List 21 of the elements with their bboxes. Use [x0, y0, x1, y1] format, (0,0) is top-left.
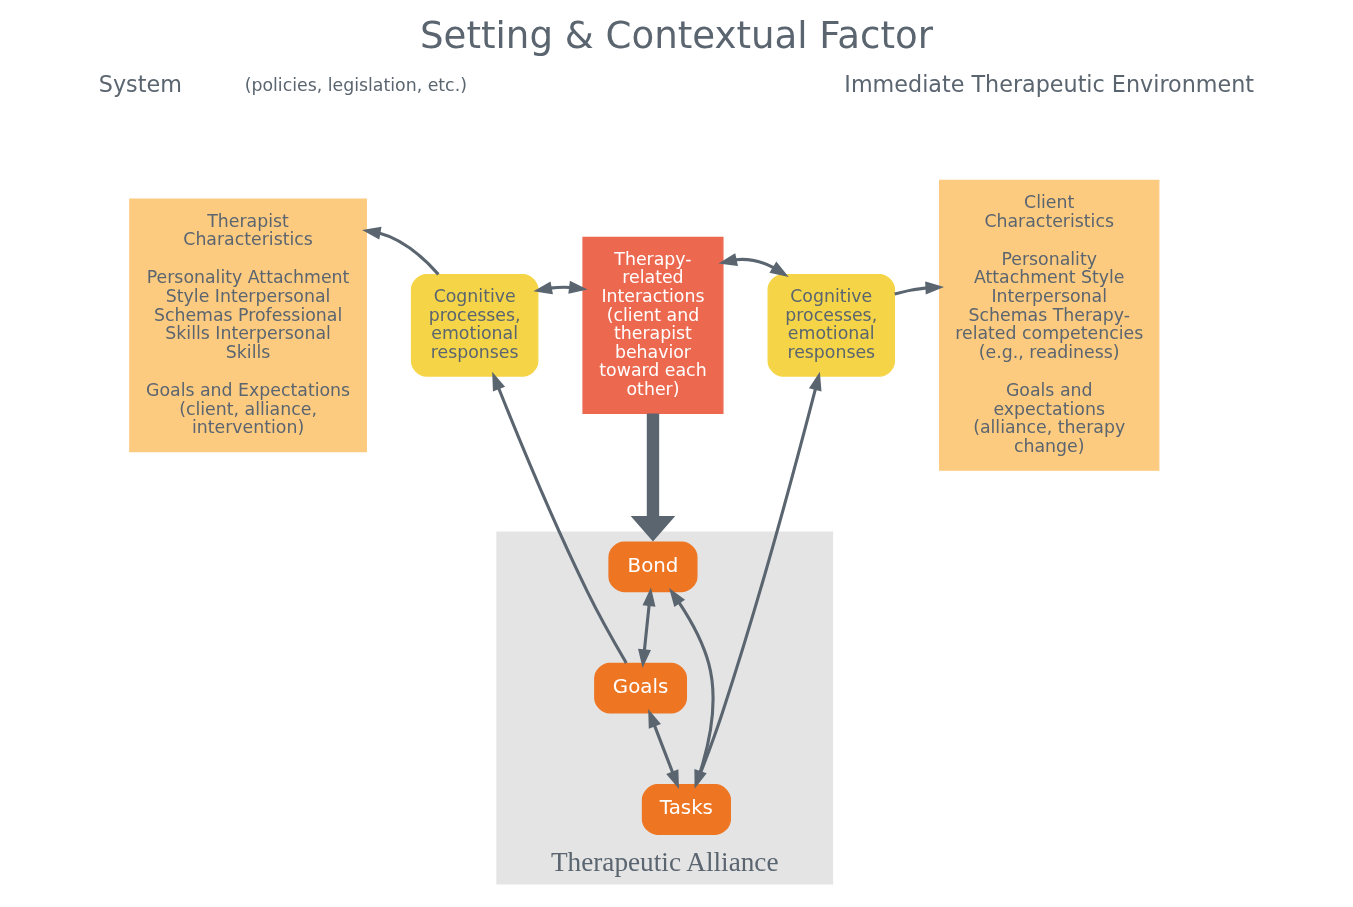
node-box: Therapy-related Interactions (client and therapist behavior toward each other)	[582, 236, 724, 414]
label: Immediate Therapeutic Environment	[844, 70, 1255, 97]
arrow	[533, 280, 588, 295]
node-box: Goals	[594, 662, 688, 714]
label: (policies, legislation, etc.)	[244, 74, 467, 95]
arrow	[362, 226, 440, 276]
node-box: Bond	[608, 541, 698, 593]
node-box: Client Characteristics Personality Attachment Style Interpersonal Schemas Therapy-related competencies (e.g., readiness) Goals and expectations (alliance, therapy change)	[939, 179, 1160, 471]
label: System	[98, 70, 182, 97]
arrow	[492, 371, 628, 664]
node-box: Cognitive processes, emotional responses	[767, 273, 896, 377]
diagram-title: Setting & Contextual Factor	[420, 13, 933, 57]
arrow	[638, 587, 656, 668]
arrow	[694, 371, 822, 786]
arrow	[630, 413, 676, 542]
node-box: Tasks	[641, 784, 731, 835]
arrow	[648, 709, 679, 789]
arrow	[894, 281, 945, 296]
node-box: Cognitive processes, emotional responses	[410, 273, 539, 377]
node-box: Therapist Characteristics Personality Attachment Style Interpersonal Schemas Professional Skills Interpersonal Skills Goals and Expectations (client, alliance, intervention)	[129, 198, 367, 453]
arrow	[718, 253, 789, 277]
